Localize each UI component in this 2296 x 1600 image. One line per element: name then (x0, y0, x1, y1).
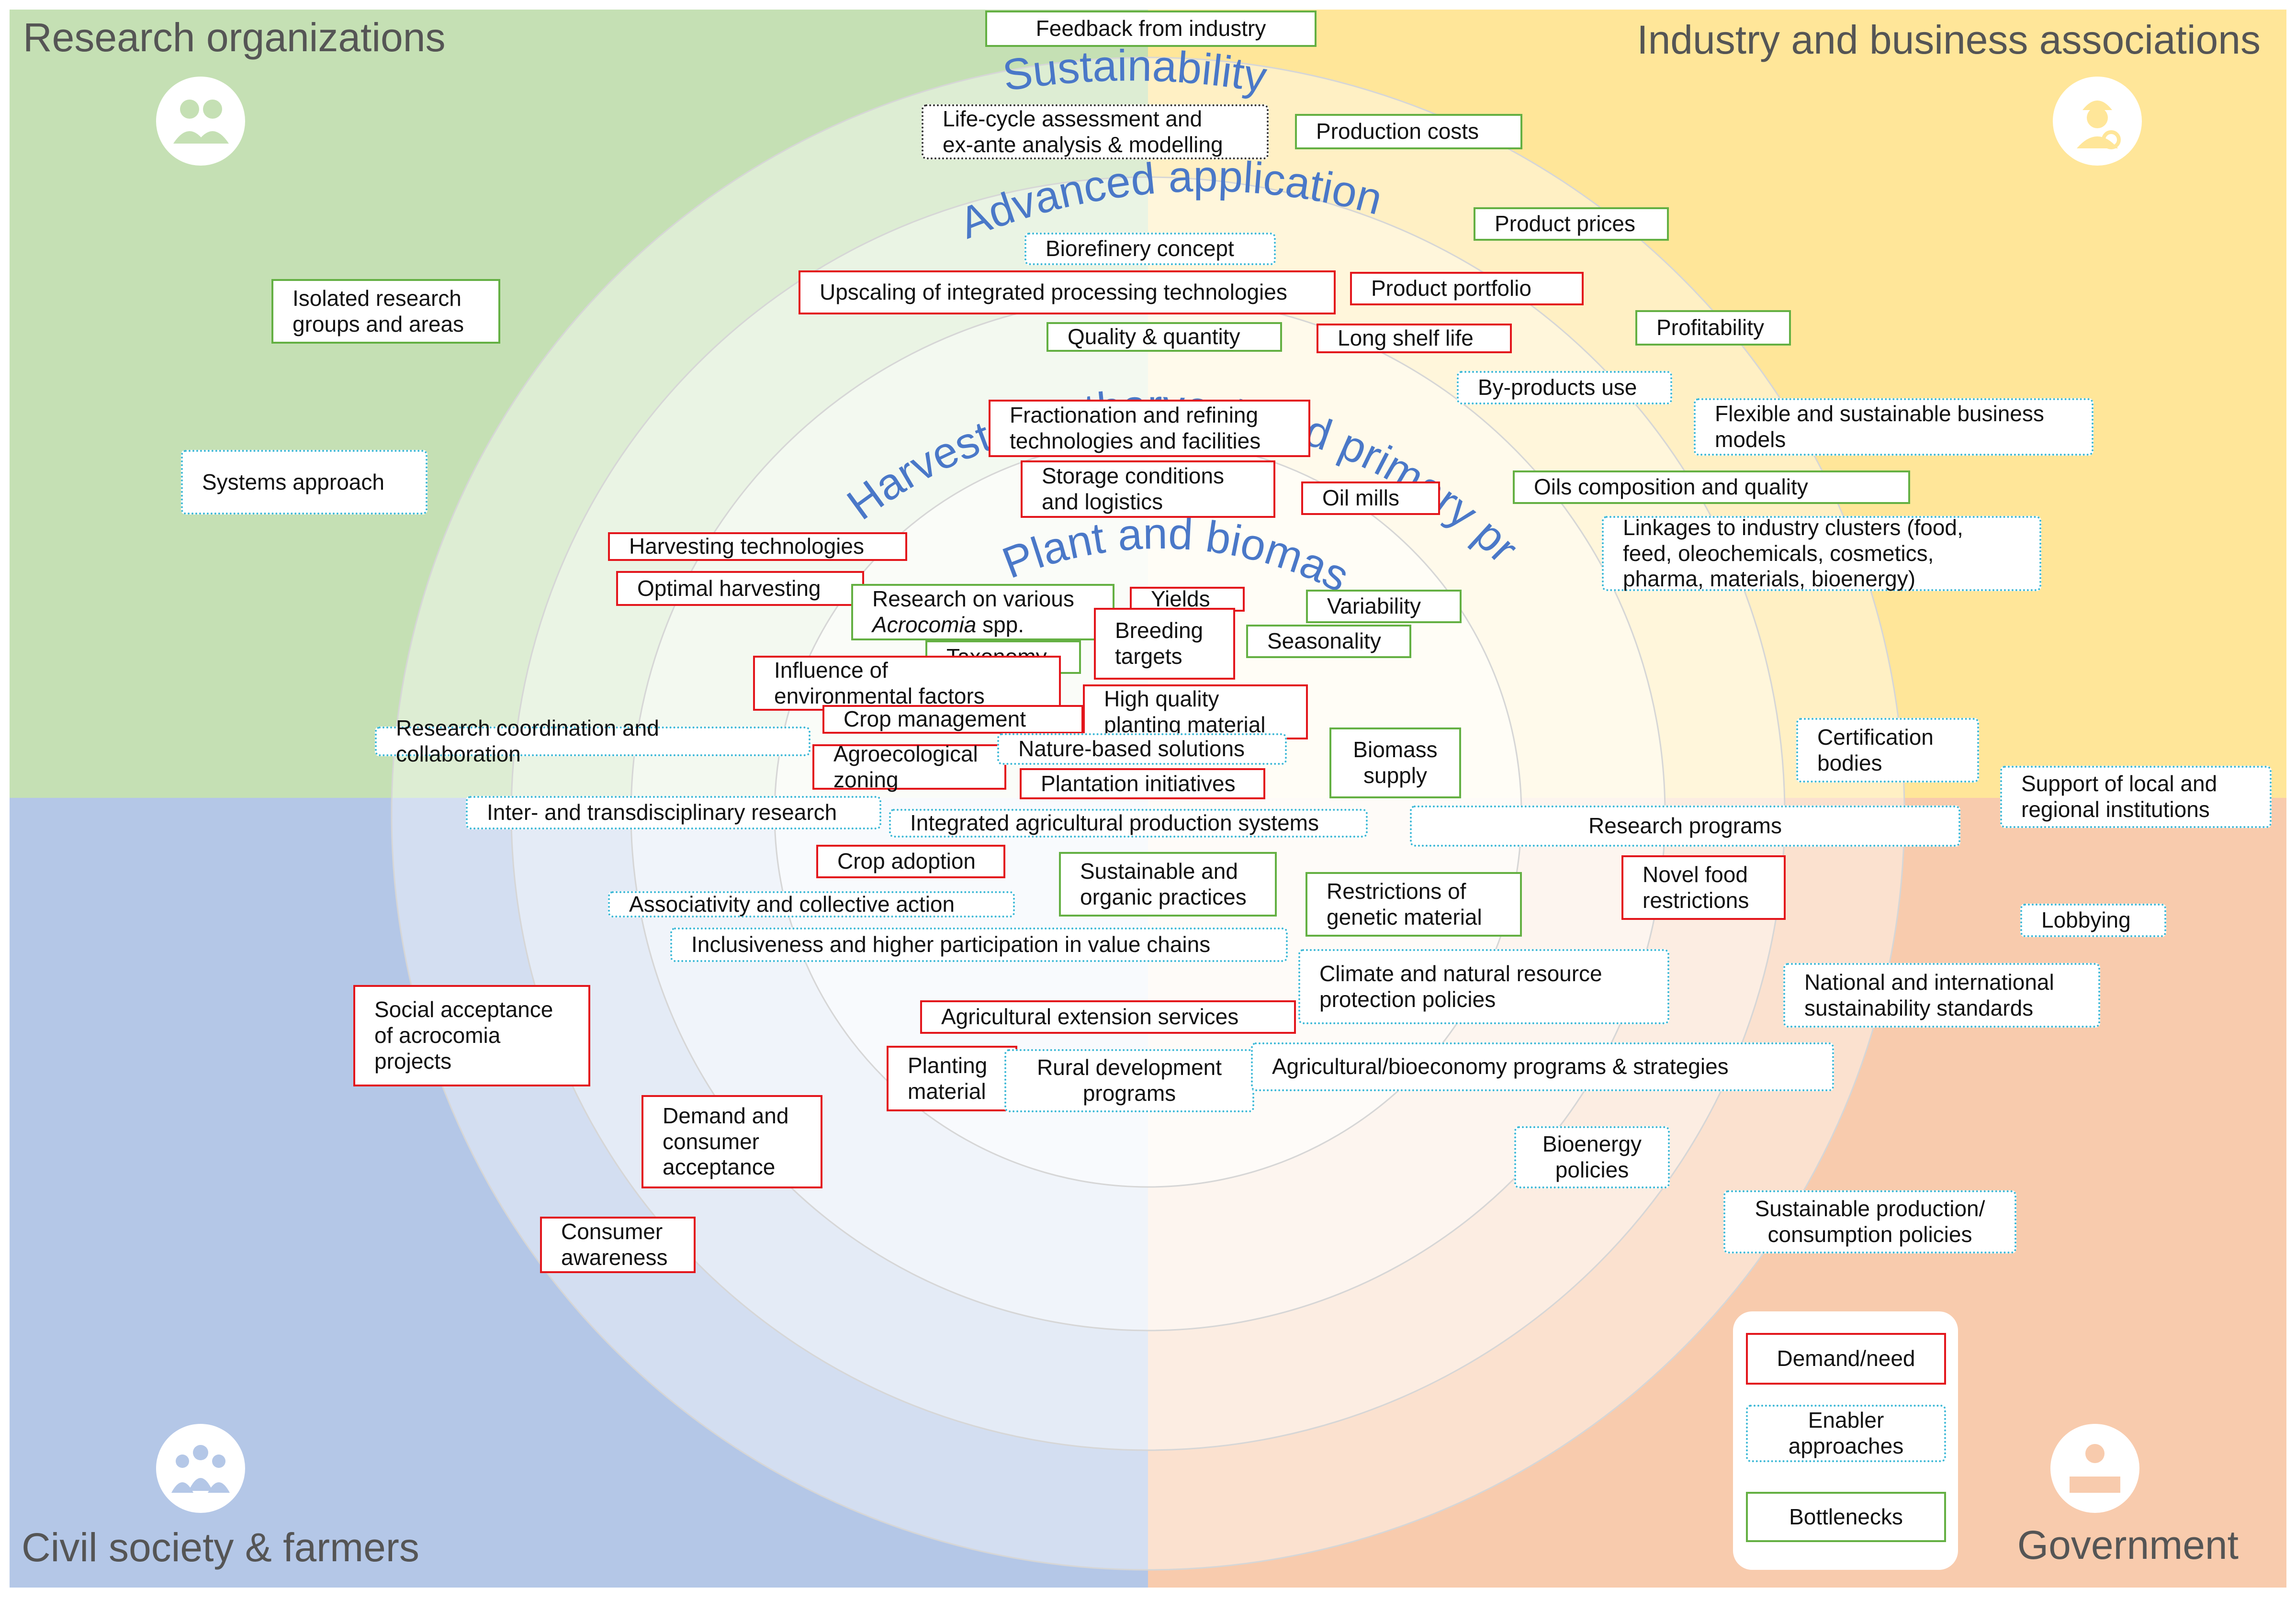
item-support-local: Support of local and regional institutio… (2000, 766, 2272, 828)
item-research-coord: Research coordination and collaboration (375, 716, 810, 766)
item-systems-approach: Systems approach (181, 450, 428, 515)
item-climate-policies: Climate and natural resource protection … (1298, 949, 1669, 1024)
item-plantation: Plantation initiatives (1020, 768, 1265, 799)
item-env-factors: Influence of environmental factors (753, 656, 1061, 711)
item-associativity: Associativity and collective action (608, 891, 1015, 917)
item-linkages: Linkages to industry clusters (food, fee… (1602, 515, 2041, 591)
item-demand-consumer: Demand and consumer acceptance (642, 1095, 822, 1188)
legend-bottleneck: Bottlenecks (1746, 1492, 1946, 1542)
item-social-acceptance: Social acceptance of acrocomia projects (353, 985, 590, 1086)
item-oils-composition: Oils composition and quality (1513, 470, 1910, 504)
item-lobbying: Lobbying (2020, 904, 2166, 937)
item-storage: Storage conditions and logistics (1021, 460, 1275, 518)
item-research-programs: Research programs (1410, 806, 1960, 847)
item-quality-quantity: Quality & quantity (1047, 322, 1282, 352)
item-breeding: Breeding targets (1094, 608, 1235, 680)
item-restrictions-genetic: Restrictions of genetic material (1306, 872, 1522, 937)
item-upscaling: Upscaling of integrated processing techn… (799, 270, 1336, 314)
item-novel-food: Novel food restrictions (1621, 855, 1786, 920)
item-biorefinery: Biorefinery concept (1024, 233, 1276, 265)
item-byproducts: By-products use (1457, 371, 1672, 404)
spp-text: spp. (976, 612, 1024, 637)
item-production-costs: Production costs (1295, 114, 1522, 149)
quadrant-label-industry: Industry and business associations (1637, 17, 2261, 62)
community-group-icon (156, 1424, 245, 1513)
quadrant-label-government: Government (2017, 1522, 2239, 1567)
item-sustainable-organic: Sustainable and organic practices (1059, 852, 1277, 917)
item-profitability: Profitability (1635, 310, 1791, 346)
research-various-text: Research on various (872, 586, 1074, 612)
item-long-shelf-life: Long shelf life (1317, 324, 1512, 353)
item-seasonality: Seasonality (1246, 625, 1411, 658)
item-fractionation: Fractionation and refining technologies … (989, 400, 1310, 457)
item-certification: Certification bodies (1796, 718, 1979, 783)
item-integrated-systems: Integrated agricultural production syste… (889, 809, 1368, 838)
item-national-standards: National and international sustainabilit… (1783, 963, 2100, 1028)
item-biomass-supply: Biomass supply (1329, 727, 1461, 798)
item-crop-adoption: Crop adoption (816, 845, 1005, 878)
legend: Demand/need Enabler approaches Bottlenec… (1733, 1311, 1958, 1570)
item-sustainable-production: Sustainable production/ consumption poli… (1723, 1190, 2016, 1253)
legend-demand: Demand/need (1746, 1333, 1946, 1385)
item-agroecological: Agroecological zoning (812, 741, 1006, 792)
item-bioenergy-policies: Bioenergy policies (1514, 1126, 1670, 1188)
acrocomia-italic: Acrocomia (872, 612, 977, 637)
item-rural-dev: Rural development programs (1004, 1049, 1254, 1112)
item-product-portfolio: Product portfolio (1350, 272, 1584, 305)
item-inclusiveness: Inclusiveness and higher participation i… (670, 928, 1288, 962)
government-official-icon (2050, 1424, 2139, 1513)
legend-enabler: Enabler approaches (1746, 1405, 1946, 1462)
item-oil-mills: Oil mills (1301, 481, 1440, 515)
item-product-prices: Product prices (1474, 207, 1669, 241)
item-lca: Life-cycle assessment and ex-ante analys… (922, 104, 1269, 159)
quadrant-label-research: Research organizations (23, 15, 446, 60)
industry-worker-icon (2053, 77, 2142, 166)
item-planting-material: Planting material (887, 1046, 1017, 1111)
item-high-quality: High quality planting material (1083, 684, 1308, 739)
item-extension-services: Agricultural extension services (920, 1000, 1296, 1034)
quadrant-label-civil: Civil society & farmers (22, 1525, 419, 1570)
item-variability: Variability (1306, 590, 1462, 623)
item-nature-based: Nature-based solutions (997, 733, 1287, 765)
item-consumer-awareness: Consumer awareness (540, 1217, 696, 1273)
item-isolated-research: Isolated research groups and areas (271, 279, 500, 344)
item-inter-trans: Inter- and transdisciplinary research (466, 796, 881, 829)
item-harvesting-tech: Harvesting technologies (608, 532, 907, 561)
item-feedback-industry: Feedback from industry (985, 11, 1317, 47)
item-agri-bioeconomy: Agricultural/bioeconomy programs & strat… (1251, 1042, 1834, 1091)
item-flexible-models: Flexible and sustainable business models (1694, 398, 2093, 456)
item-crop-management: Crop management (822, 705, 1083, 734)
item-optimal-harvesting: Optimal harvesting (616, 571, 864, 606)
researchers-icon (156, 77, 245, 166)
